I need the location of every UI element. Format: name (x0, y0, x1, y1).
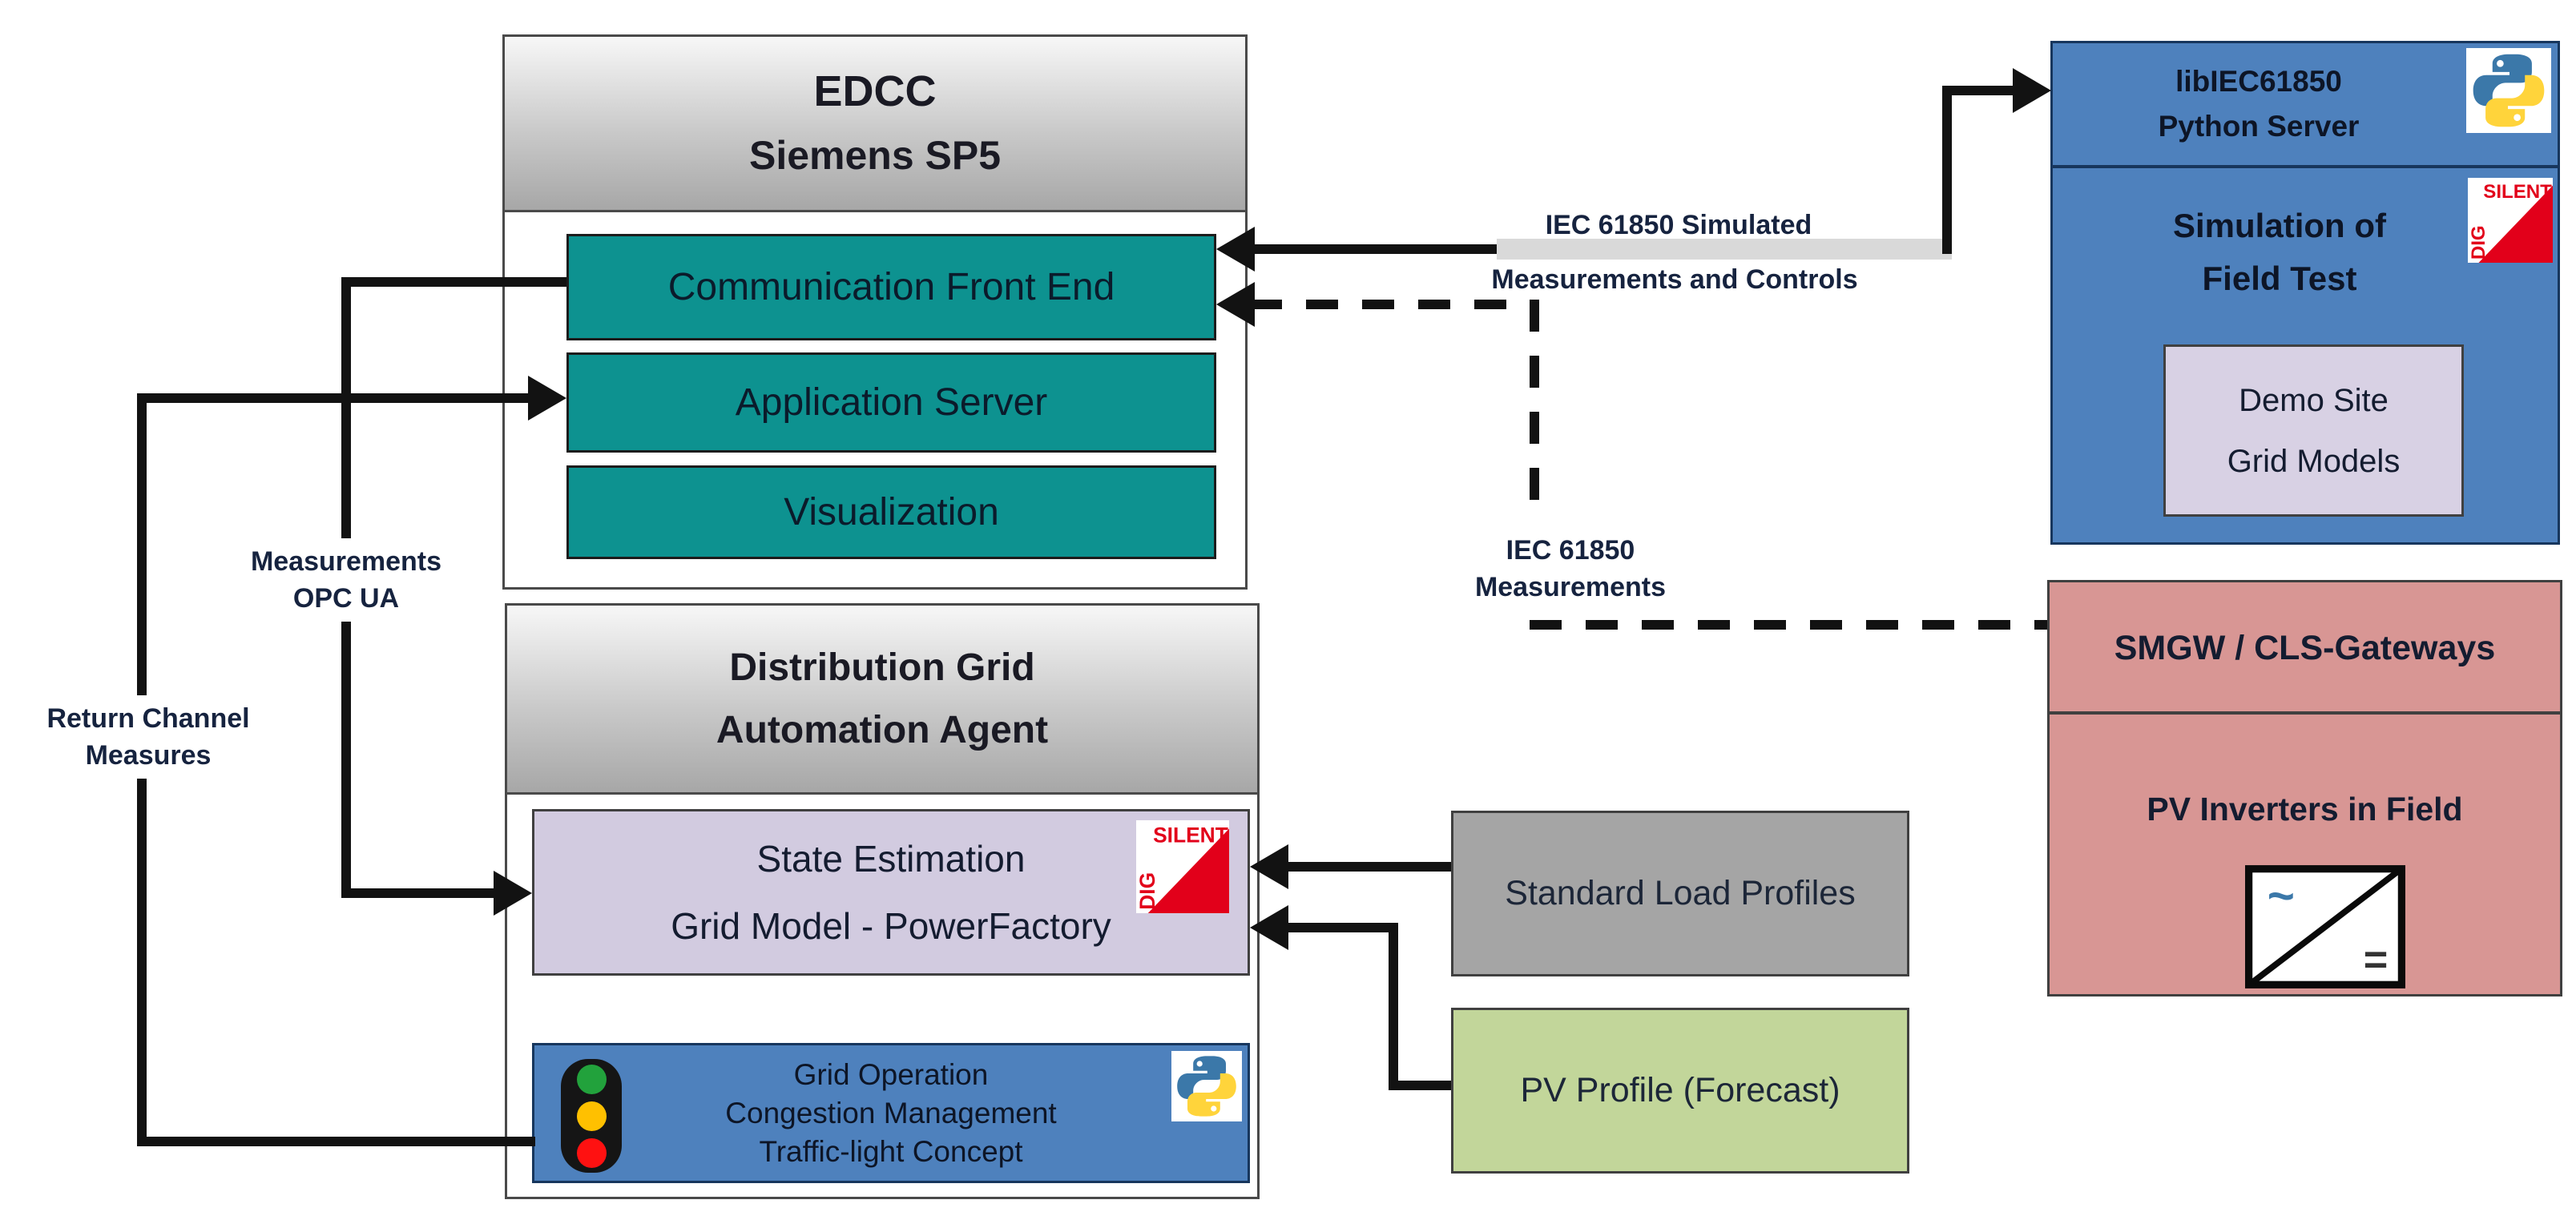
grid-operation-line3: Traffic-light Concept (759, 1134, 1023, 1168)
digsilent-triangle (1147, 828, 1229, 913)
inverter-ac-glyph: ~ (2268, 871, 2295, 923)
smgw-header-label: SMGW / CLS-Gateways (2114, 628, 2496, 667)
visualization-box: Visualization (566, 465, 1216, 559)
libiec-simulation-title: Simulation of Field Test (2071, 192, 2488, 312)
iec-meas-label-line1: IEC 61850 (1506, 535, 1635, 566)
opcua-label-line2: OPC UA (292, 583, 400, 614)
iec-sim-connector-top (1942, 86, 2014, 95)
return-connector-bottom (137, 1137, 535, 1146)
traffic-light-red (576, 1137, 607, 1168)
iec-meas-arrowhead (1216, 282, 1255, 327)
demo-site-line2: Grid Models (2227, 443, 2401, 479)
iec-sim-label-strip (1497, 239, 1952, 260)
traffic-light-amber (576, 1101, 607, 1131)
communication-front-end-box: Communication Front End (566, 234, 1216, 340)
digsilent-top-text: SILENT (1153, 823, 1228, 847)
opcua-arrowhead (494, 871, 532, 916)
edcc-title: EDCC (813, 67, 937, 115)
simulation-line1: Simulation of (2173, 207, 2386, 244)
edcc-header: EDCC Siemens SP5 (502, 34, 1248, 212)
demo-site-box: Demo Site Grid Models (2163, 344, 2464, 517)
traffic-light-icon (561, 1059, 622, 1173)
state-estimation-line1: State Estimation (756, 838, 1026, 880)
inverter-symbol-icon: ~ = (2245, 865, 2405, 988)
application-server-label: Application Server (735, 381, 1048, 424)
state-estimation-line2: Grid Model - PowerFactory (671, 905, 1111, 947)
dgaa-header: Distribution Grid Automation Agent (505, 603, 1260, 795)
return-label-line2: Measures (85, 740, 212, 771)
pv-connector-vertical (1389, 923, 1398, 1089)
pv-profile-box: PV Profile (Forecast) (1451, 1008, 1909, 1174)
inverter-dc-glyph: = (2364, 936, 2389, 983)
slp-connector (1284, 862, 1451, 872)
grid-operation-box: Grid Operation Congestion Management Tra… (532, 1043, 1250, 1183)
communication-front-end-label: Communication Front End (667, 266, 1115, 308)
application-server-box: Application Server (566, 352, 1216, 453)
iec-sim-arrowhead-libiec (2013, 68, 2051, 113)
grid-operation-line1: Grid Operation (793, 1057, 989, 1091)
iec-sim-connector-v (1942, 86, 1952, 254)
libiec-header-line2: Python Server (2158, 110, 2360, 143)
pv-connector-bottom (1389, 1081, 1451, 1090)
iec-meas-dash-top (1250, 300, 1538, 309)
return-arrowhead (528, 376, 566, 421)
return-label: Return Channel Measures (12, 695, 284, 779)
libiec-header: libIEC61850 Python Server (2050, 44, 2467, 164)
dgaa-title-line1: Distribution Grid (729, 646, 1035, 689)
iec-sim-label-line1: IEC 61850 Simulated (1545, 210, 1812, 240)
pv-inverters-label: PV Inverters in Field (2147, 790, 2463, 827)
iec-meas-label-line2: Measurements (1474, 572, 1667, 602)
pv-profile-label: PV Profile (Forecast) (1520, 1071, 1840, 1109)
digsilent-logo-icon: SILENT DIG (1136, 820, 1229, 913)
digsilent-side-text: DIG (2468, 225, 2489, 260)
edcc-subtitle: Siemens SP5 (748, 133, 1002, 178)
opcua-connector-bottom (341, 888, 495, 898)
iec-sim-label-line2: Measurements and Controls (1491, 264, 1858, 295)
iec-sim-connector-h (1248, 244, 1497, 254)
visualization-label: Visualization (784, 491, 999, 533)
smgw-header-divider (2047, 711, 2562, 715)
pv-inverters-title: PV Inverters in Field (2047, 781, 2562, 837)
python-logo-icon (1171, 1051, 1242, 1121)
digsilent-logo-icon: SILENT DIG (2468, 178, 2553, 263)
standard-load-profiles-box: Standard Load Profiles (1451, 811, 1909, 976)
smgw-header: SMGW / CLS-Gateways (2047, 585, 2562, 711)
opcua-connector-top (342, 277, 566, 287)
pv-connector-top (1284, 923, 1397, 932)
libiec-header-divider (2050, 165, 2560, 168)
traffic-light-green (576, 1064, 607, 1094)
iec-meas-dash-bottom (1530, 620, 2047, 630)
demo-site-line1: Demo Site (2239, 382, 2389, 418)
iec-meas-label: IEC 61850 Measurements (1434, 522, 1707, 615)
dgaa-title-line2: Automation Agent (716, 708, 1049, 751)
pv-arrowhead (1250, 905, 1288, 950)
standard-load-profiles-label: Standard Load Profiles (1505, 874, 1856, 912)
python-logo-icon (2466, 48, 2551, 133)
digsilent-top-text: SILENT (2483, 181, 2552, 203)
digsilent-side-text: DIG (1136, 872, 1159, 910)
opcua-label: Measurements OPC UA (202, 538, 490, 622)
state-estimation-box: State Estimation Grid Model - PowerFacto… (532, 809, 1250, 976)
return-label-line1: Return Channel (46, 703, 250, 734)
return-connector-top (137, 393, 530, 403)
grid-operation-line2: Congestion Management (725, 1096, 1057, 1129)
simulation-line2: Field Test (2202, 260, 2357, 297)
libiec-header-line1: libIEC61850 (2175, 65, 2342, 98)
slp-arrowhead (1250, 844, 1288, 889)
opcua-label-line1: Measurements (250, 546, 442, 577)
